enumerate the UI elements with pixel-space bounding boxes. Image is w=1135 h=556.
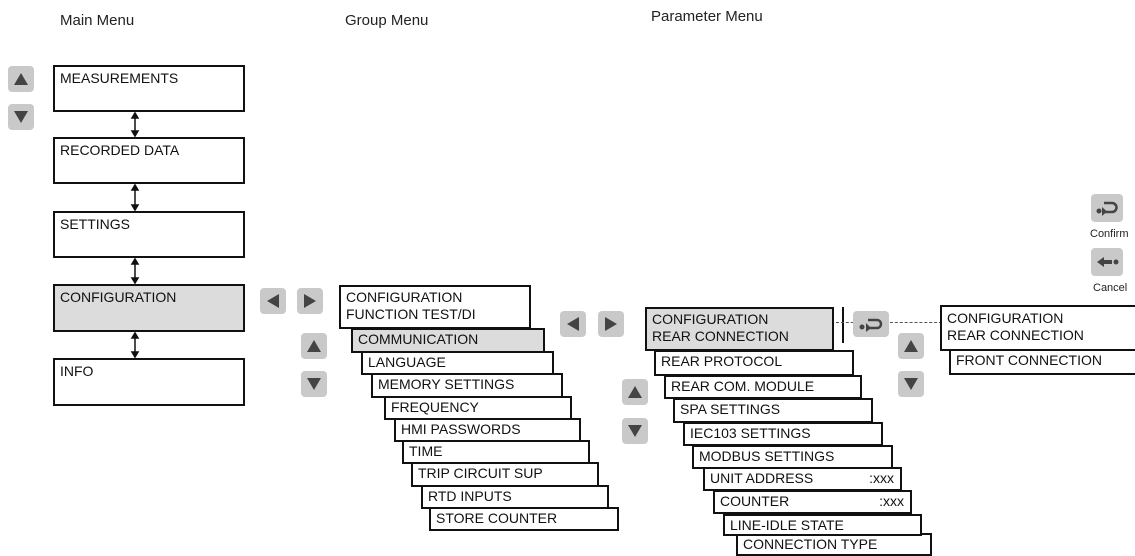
group-item-label: COMMUNICATION — [358, 331, 479, 347]
group-title-line1: CONFIGURATION — [346, 289, 463, 305]
param-item-label: COUNTER — [720, 493, 790, 509]
main-menu-item-measurements[interactable]: MEASUREMENTS — [53, 65, 245, 112]
main-menu-header: Main Menu — [60, 12, 135, 29]
group-item-label: FREQUENCY — [391, 399, 479, 415]
left-button[interactable] — [260, 288, 286, 314]
right-button[interactable] — [297, 288, 323, 314]
group-item-label: TIME — [409, 443, 443, 459]
group-item-time[interactable]: TIME — [402, 440, 590, 464]
group-up-button[interactable] — [301, 333, 327, 359]
result-item-front-connection[interactable]: FRONT CONNECTION — [949, 349, 1135, 375]
cancel-label: Cancel — [1093, 282, 1128, 294]
group-item-trip-circuit-sup[interactable]: TRIP CIRCUIT SUP — [411, 462, 599, 487]
enter-icon — [859, 318, 883, 332]
group-item-label: STORE COUNTER — [436, 510, 558, 526]
result-title-line1: CONFIGURATION — [947, 310, 1064, 326]
main-menu-item-recorded-data[interactable]: RECORDED DATA — [53, 137, 245, 184]
down-button[interactable] — [8, 104, 34, 130]
param-item-connection-type[interactable]: CONNECTION TYPE — [736, 533, 932, 556]
main-menu-label: SETTINGS — [60, 216, 131, 232]
up-arrow-icon — [904, 340, 918, 352]
param-title-border — [842, 307, 844, 343]
main-menu-item-settings[interactable]: SETTINGS — [53, 211, 245, 258]
group-right-button[interactable] — [598, 311, 624, 337]
param-menu-title: CONFIGURATION REAR CONNECTION — [645, 307, 834, 351]
result-title-line2: REAR CONNECTION — [947, 327, 1084, 343]
parameter-menu-header: Parameter Menu — [651, 8, 763, 25]
main-menu-label: RECORDED DATA — [60, 142, 180, 158]
param-item-rear-com-module[interactable]: REAR COM. MODULE — [664, 375, 862, 399]
group-item-label: TRIP CIRCUIT SUP — [418, 465, 543, 481]
param-item-label: MODBUS SETTINGS — [699, 448, 835, 464]
main-menu-item-info[interactable]: INFO — [53, 358, 245, 406]
back-arrow-icon — [1097, 257, 1119, 267]
param-item-value: :xxx — [879, 493, 904, 509]
main-menu-label: MEASUREMENTS — [60, 70, 179, 86]
down-arrow-icon — [904, 378, 918, 390]
result-down-button[interactable] — [898, 371, 924, 397]
result-item-label: FRONT CONNECTION — [956, 352, 1102, 368]
group-item-label: MEMORY SETTINGS — [378, 376, 515, 392]
param-item-unit-address[interactable]: UNIT ADDRESS :xxx — [703, 467, 902, 491]
legend-confirm-icon — [1091, 194, 1123, 222]
group-item-memory-settings[interactable]: MEMORY SETTINGS — [371, 373, 563, 398]
result-up-button[interactable] — [898, 333, 924, 359]
param-item-label: IEC103 SETTINGS — [690, 425, 811, 441]
confirm-label: Confirm — [1090, 228, 1129, 240]
left-arrow-icon — [567, 317, 579, 331]
right-arrow-icon — [304, 294, 316, 308]
result-menu-title: CONFIGURATION REAR CONNECTION — [940, 305, 1135, 351]
group-item-label: HMI PASSWORDS — [401, 421, 521, 437]
group-left-button[interactable] — [560, 311, 586, 337]
param-item-label: REAR PROTOCOL — [661, 353, 783, 369]
right-arrow-icon — [605, 317, 617, 331]
up-arrow-icon — [14, 73, 28, 85]
param-item-counter[interactable]: COUNTER :xxx — [713, 490, 912, 514]
enter-icon — [1096, 201, 1118, 216]
param-item-value: :xxx — [869, 470, 894, 486]
left-arrow-icon — [267, 294, 279, 308]
param-item-label: LINE-IDLE STATE — [730, 517, 844, 533]
param-title-line2: REAR CONNECTION — [652, 328, 789, 344]
group-item-label: RTD INPUTS — [428, 488, 512, 504]
param-down-button[interactable] — [622, 418, 648, 444]
param-item-label: REAR COM. MODULE — [671, 378, 815, 394]
group-menu-title: CONFIGURATION FUNCTION TEST/DI — [339, 285, 531, 329]
group-item-rtd-inputs[interactable]: RTD INPUTS — [421, 485, 609, 509]
group-title-line2: FUNCTION TEST/DI — [346, 306, 476, 322]
main-menu-item-configuration[interactable]: CONFIGURATION — [53, 284, 245, 332]
group-item-store-counter[interactable]: STORE COUNTER — [429, 507, 619, 531]
down-arrow-icon — [628, 425, 642, 437]
confirm-enter-button[interactable] — [853, 311, 889, 337]
group-item-frequency[interactable]: FREQUENCY — [384, 396, 572, 420]
param-item-rear-protocol[interactable]: REAR PROTOCOL — [654, 350, 854, 376]
param-item-iec103-settings[interactable]: IEC103 SETTINGS — [683, 422, 883, 446]
param-item-line-idle-state[interactable]: LINE-IDLE STATE — [723, 514, 922, 536]
down-arrow-icon — [14, 111, 28, 123]
main-menu-label: INFO — [60, 363, 94, 379]
group-item-communication[interactable]: COMMUNICATION — [351, 328, 545, 353]
up-arrow-icon — [307, 340, 321, 352]
param-item-label: SPA SETTINGS — [680, 401, 781, 417]
up-arrow-icon — [628, 386, 642, 398]
param-up-button[interactable] — [622, 379, 648, 405]
down-arrow-icon — [307, 378, 321, 390]
legend-cancel-icon — [1091, 248, 1123, 276]
dashed-connector — [836, 322, 942, 323]
param-item-label: CONNECTION TYPE — [743, 536, 878, 552]
param-item-spa-settings[interactable]: SPA SETTINGS — [673, 398, 873, 423]
group-down-button[interactable] — [301, 371, 327, 397]
main-menu-label: CONFIGURATION — [60, 289, 177, 305]
param-item-modbus-settings[interactable]: MODBUS SETTINGS — [692, 445, 893, 469]
up-button[interactable] — [8, 66, 34, 92]
group-item-language[interactable]: LANGUAGE — [361, 351, 554, 375]
group-item-label: LANGUAGE — [368, 354, 446, 370]
group-item-hmi-passwords[interactable]: HMI PASSWORDS — [394, 418, 581, 442]
group-menu-header: Group Menu — [345, 12, 429, 29]
param-title-line1: CONFIGURATION — [652, 311, 769, 327]
param-item-label: UNIT ADDRESS — [710, 470, 814, 486]
